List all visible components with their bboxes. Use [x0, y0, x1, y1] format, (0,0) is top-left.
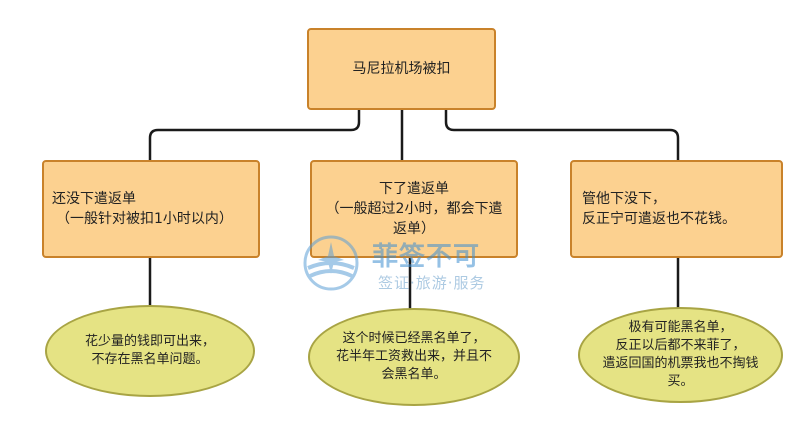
branch-box-line: （一般针对被扣1小时以内）: [56, 211, 233, 227]
result-line: 买。: [667, 374, 694, 389]
result-line: 反正以后都不来菲了，: [615, 338, 746, 353]
watermark: 菲签不可 签证·旅游·服务: [300, 232, 520, 296]
branch-box-line: 反正宁可遣返也不花钱。: [582, 211, 736, 227]
root-label: 马尼拉机场被扣: [352, 61, 451, 77]
result-oval-right: 极有可能黑名单， 反正以后都不来菲了， 遣返回国的机票我也不掏钱 买。: [578, 307, 783, 403]
result-line: 会黑名单。: [381, 367, 447, 382]
branch-box-line: 返单）: [393, 221, 435, 237]
connector-root-left: [148, 108, 361, 162]
result-line: 极有可能黑名单，: [628, 320, 733, 335]
root-node: 马尼拉机场被扣: [307, 28, 496, 110]
result-line: 不存在黑名单问题。: [91, 352, 209, 367]
branch-box-line: 下了遣返单: [379, 181, 449, 197]
watermark-title: 菲签不可: [372, 242, 481, 272]
result-line: 这个时候已经黑名单了，: [342, 331, 486, 346]
result-oval-middle: 这个时候已经黑名单了， 花半年工资救出来，并且不 会黑名单。: [308, 308, 520, 406]
branch-box-line: （一般超过2小时，都会下遣: [325, 201, 503, 217]
result-oval-left: 花少量的钱即可出来， 不存在黑名单问题。: [45, 305, 255, 397]
branch-box-refuse-to-pay: 管他下没下， 反正宁可遣返也不花钱。: [570, 160, 783, 258]
watermark-subtitle: 签证·旅游·服务: [378, 274, 486, 292]
result-line: 花半年工资救出来，并且不: [335, 349, 492, 364]
watermark-logo-icon: [303, 235, 359, 291]
branch-box-deportation-order: 下了遣返单 （一般超过2小时，都会下遣 返单）: [310, 160, 518, 258]
result-line: 花少量的钱即可出来，: [84, 334, 215, 349]
result-line: 遣返回国的机票我也不掏钱: [602, 356, 759, 371]
connector-root-right: [444, 108, 680, 162]
branch-box-line: 还没下遣返单: [52, 191, 136, 207]
branch-box-not-deported: 还没下遣返单 （一般针对被扣1小时以内）: [42, 160, 260, 258]
branch-box-line: 管他下没下，: [582, 191, 666, 207]
